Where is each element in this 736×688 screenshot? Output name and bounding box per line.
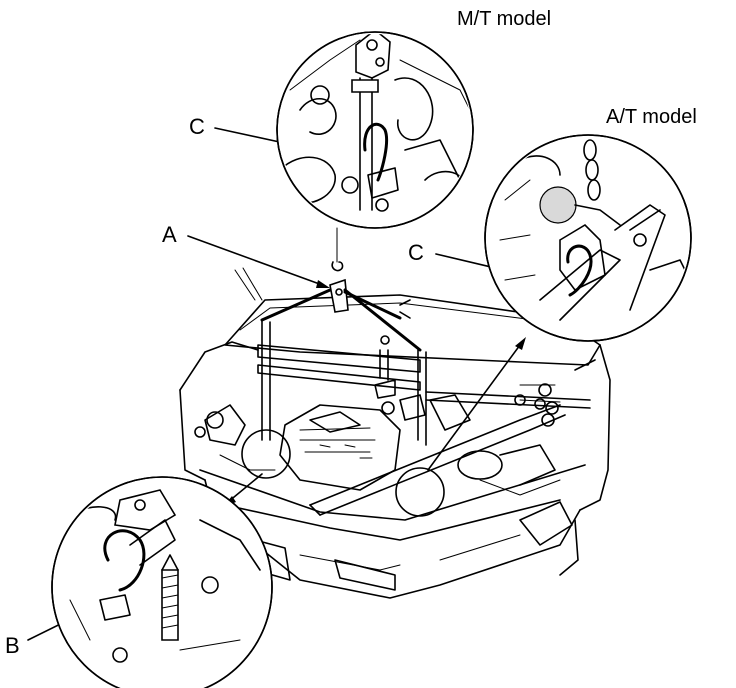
callout-b: B: [5, 633, 20, 658]
left-attachment-circle: [241, 429, 291, 479]
callout-c-mt: C: [189, 114, 205, 139]
at-detail-view: [484, 134, 692, 342]
b-detail-view: [51, 476, 273, 688]
mt-model-label: M/T model: [457, 8, 552, 30]
engine-bay: [194, 383, 561, 496]
mt-detail-view: [276, 31, 474, 229]
right-attachment-circle: [395, 467, 445, 517]
at-model-label: A/T model: [606, 106, 697, 128]
engine-hanger-frame: [234, 227, 591, 516]
callout-a: A: [162, 222, 177, 247]
callout-c-at: C: [408, 240, 424, 265]
